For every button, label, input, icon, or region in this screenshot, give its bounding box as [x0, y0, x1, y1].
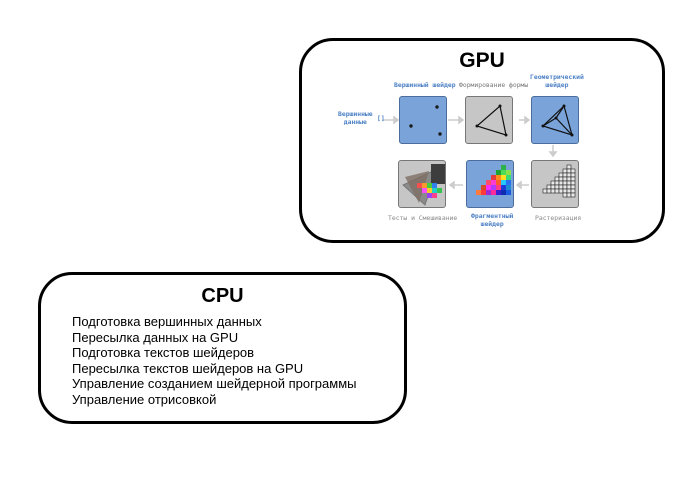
fragment-shader-stage [466, 160, 514, 208]
cpu-task-item: Пересылка текстов шейдеров на GPU [72, 360, 304, 376]
vertex-shader-label: Вершинный шейдер [394, 81, 456, 89]
cpu-task-list: Подготовка вершинных данных Пересылка да… [72, 314, 357, 408]
cpu-task-item: Пересылка данных на GPU [72, 329, 239, 345]
vertex-points-icon [409, 105, 442, 136]
gpu-title: GPU [459, 49, 505, 72]
raster-grid-icon [542, 164, 576, 198]
tests-blending-stage [398, 160, 446, 208]
cpu-task-item: Управление созданием шейдерной программы [72, 376, 357, 392]
pipeline-arrows [383, 115, 558, 190]
colored-fragments-icon [476, 165, 511, 195]
cpu-task-item: Управление отрисовкой [72, 391, 217, 407]
vertex-shader-stage [399, 96, 447, 144]
vertex-data-label: Вершинные данные [338, 110, 373, 126]
cpu-task-item: Подготовка текстов шейдеров [72, 345, 255, 361]
geometry-shader-label: Геометрический шейдер [530, 73, 584, 89]
tests-blending-label: Тесты и Смешивание [388, 214, 458, 222]
cpu-title: CPU [201, 285, 244, 307]
shape-assembly-stage [465, 96, 513, 144]
blended-fragments-icon [402, 164, 445, 206]
cpu-task-item: Подготовка вершинных данных [72, 314, 262, 329]
triangle-outline-icon [475, 104, 508, 137]
geometry-shader-stage [531, 96, 579, 144]
rasterization-label: Растеризация [535, 214, 582, 222]
gpu-panel: GPU Вершинные данные [] Вершинный шейдер… [299, 38, 665, 243]
rasterization-stage [531, 160, 579, 208]
cpu-panel: CPU Подготовка вершинных данных Пересылк… [38, 272, 407, 424]
vertex-data-symbol: [] [377, 114, 385, 122]
fragment-shader-label: Фрагментный шейдер [471, 212, 514, 228]
shape-assembly-label: Формирование формы [459, 81, 529, 89]
subdivided-triangle-icon [541, 104, 574, 137]
